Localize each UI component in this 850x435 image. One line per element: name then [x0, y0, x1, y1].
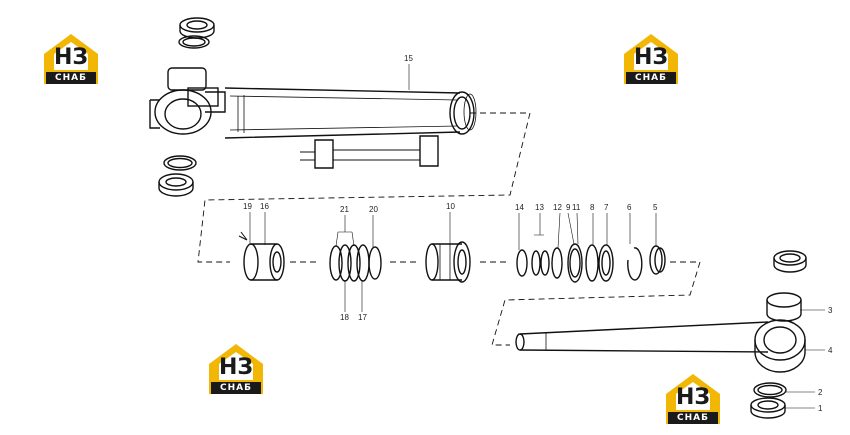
callout-13: 13	[535, 203, 544, 212]
callout-1: 1	[818, 404, 823, 413]
piston-rod-4	[515, 319, 806, 373]
brand-logo-watermark: НЗ СНАБ	[205, 340, 267, 398]
callout-17: 17	[358, 313, 367, 322]
bearing-top-left	[178, 17, 215, 49]
callout-9: 9	[566, 203, 571, 212]
callout-6: 6	[627, 203, 632, 212]
callout-10: 10	[446, 202, 455, 211]
cylinder-body-15	[149, 67, 477, 169]
callout-15: 15	[404, 54, 413, 63]
brand-logo-watermark: НЗ СНАБ	[662, 370, 724, 428]
callout-4: 4	[828, 346, 833, 355]
callout-3: 3	[828, 306, 833, 315]
callout-12: 12	[553, 203, 562, 212]
callout-5: 5	[653, 203, 658, 212]
callout-21: 21	[340, 205, 349, 214]
callout-16: 16	[260, 202, 269, 211]
callout-11: 11	[572, 203, 581, 212]
lower-left-bearing	[158, 155, 197, 197]
brand-logo-watermark: НЗ СНАБ	[620, 30, 682, 88]
callout-18: 18	[340, 313, 349, 322]
leader-lines	[249, 64, 825, 409]
callout-14: 14	[515, 203, 524, 212]
callout-20: 20	[369, 205, 378, 214]
brand-logo-watermark: НЗ СНАБ	[40, 30, 102, 88]
seals-17-18-20-21	[329, 244, 382, 282]
rings-5-14	[516, 243, 666, 283]
gland-10	[425, 241, 471, 283]
piston-16-19	[238, 231, 285, 281]
bearing-right-stack	[750, 250, 807, 419]
callout-7: 7	[604, 203, 609, 212]
callout-19: 19	[243, 202, 252, 211]
callout-8: 8	[590, 203, 595, 212]
callout-2: 2	[818, 388, 823, 397]
